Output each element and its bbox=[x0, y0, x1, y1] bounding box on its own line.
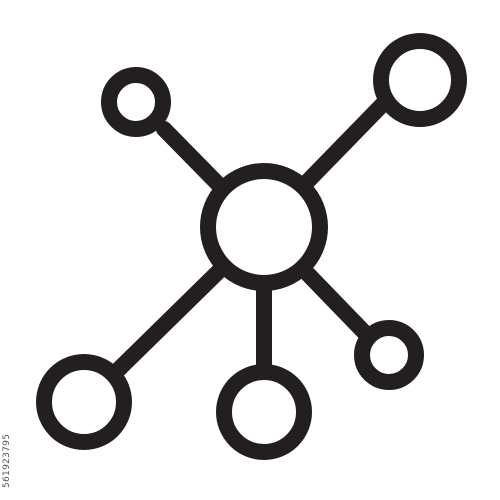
node-top-right bbox=[373, 33, 467, 127]
connector-line-top-right bbox=[298, 97, 390, 191]
hub-node bbox=[200, 163, 328, 291]
node-top-left bbox=[101, 67, 171, 137]
node-bottom-middle bbox=[216, 364, 312, 460]
stock-id-text: 561923795 bbox=[2, 433, 12, 488]
connector-line-bottom-right bbox=[296, 262, 372, 340]
node-bottom-right bbox=[354, 320, 424, 390]
connector-line-bottom-left bbox=[108, 264, 226, 380]
node-bottom-left bbox=[36, 354, 132, 450]
connector-line-top-left bbox=[156, 121, 226, 192]
